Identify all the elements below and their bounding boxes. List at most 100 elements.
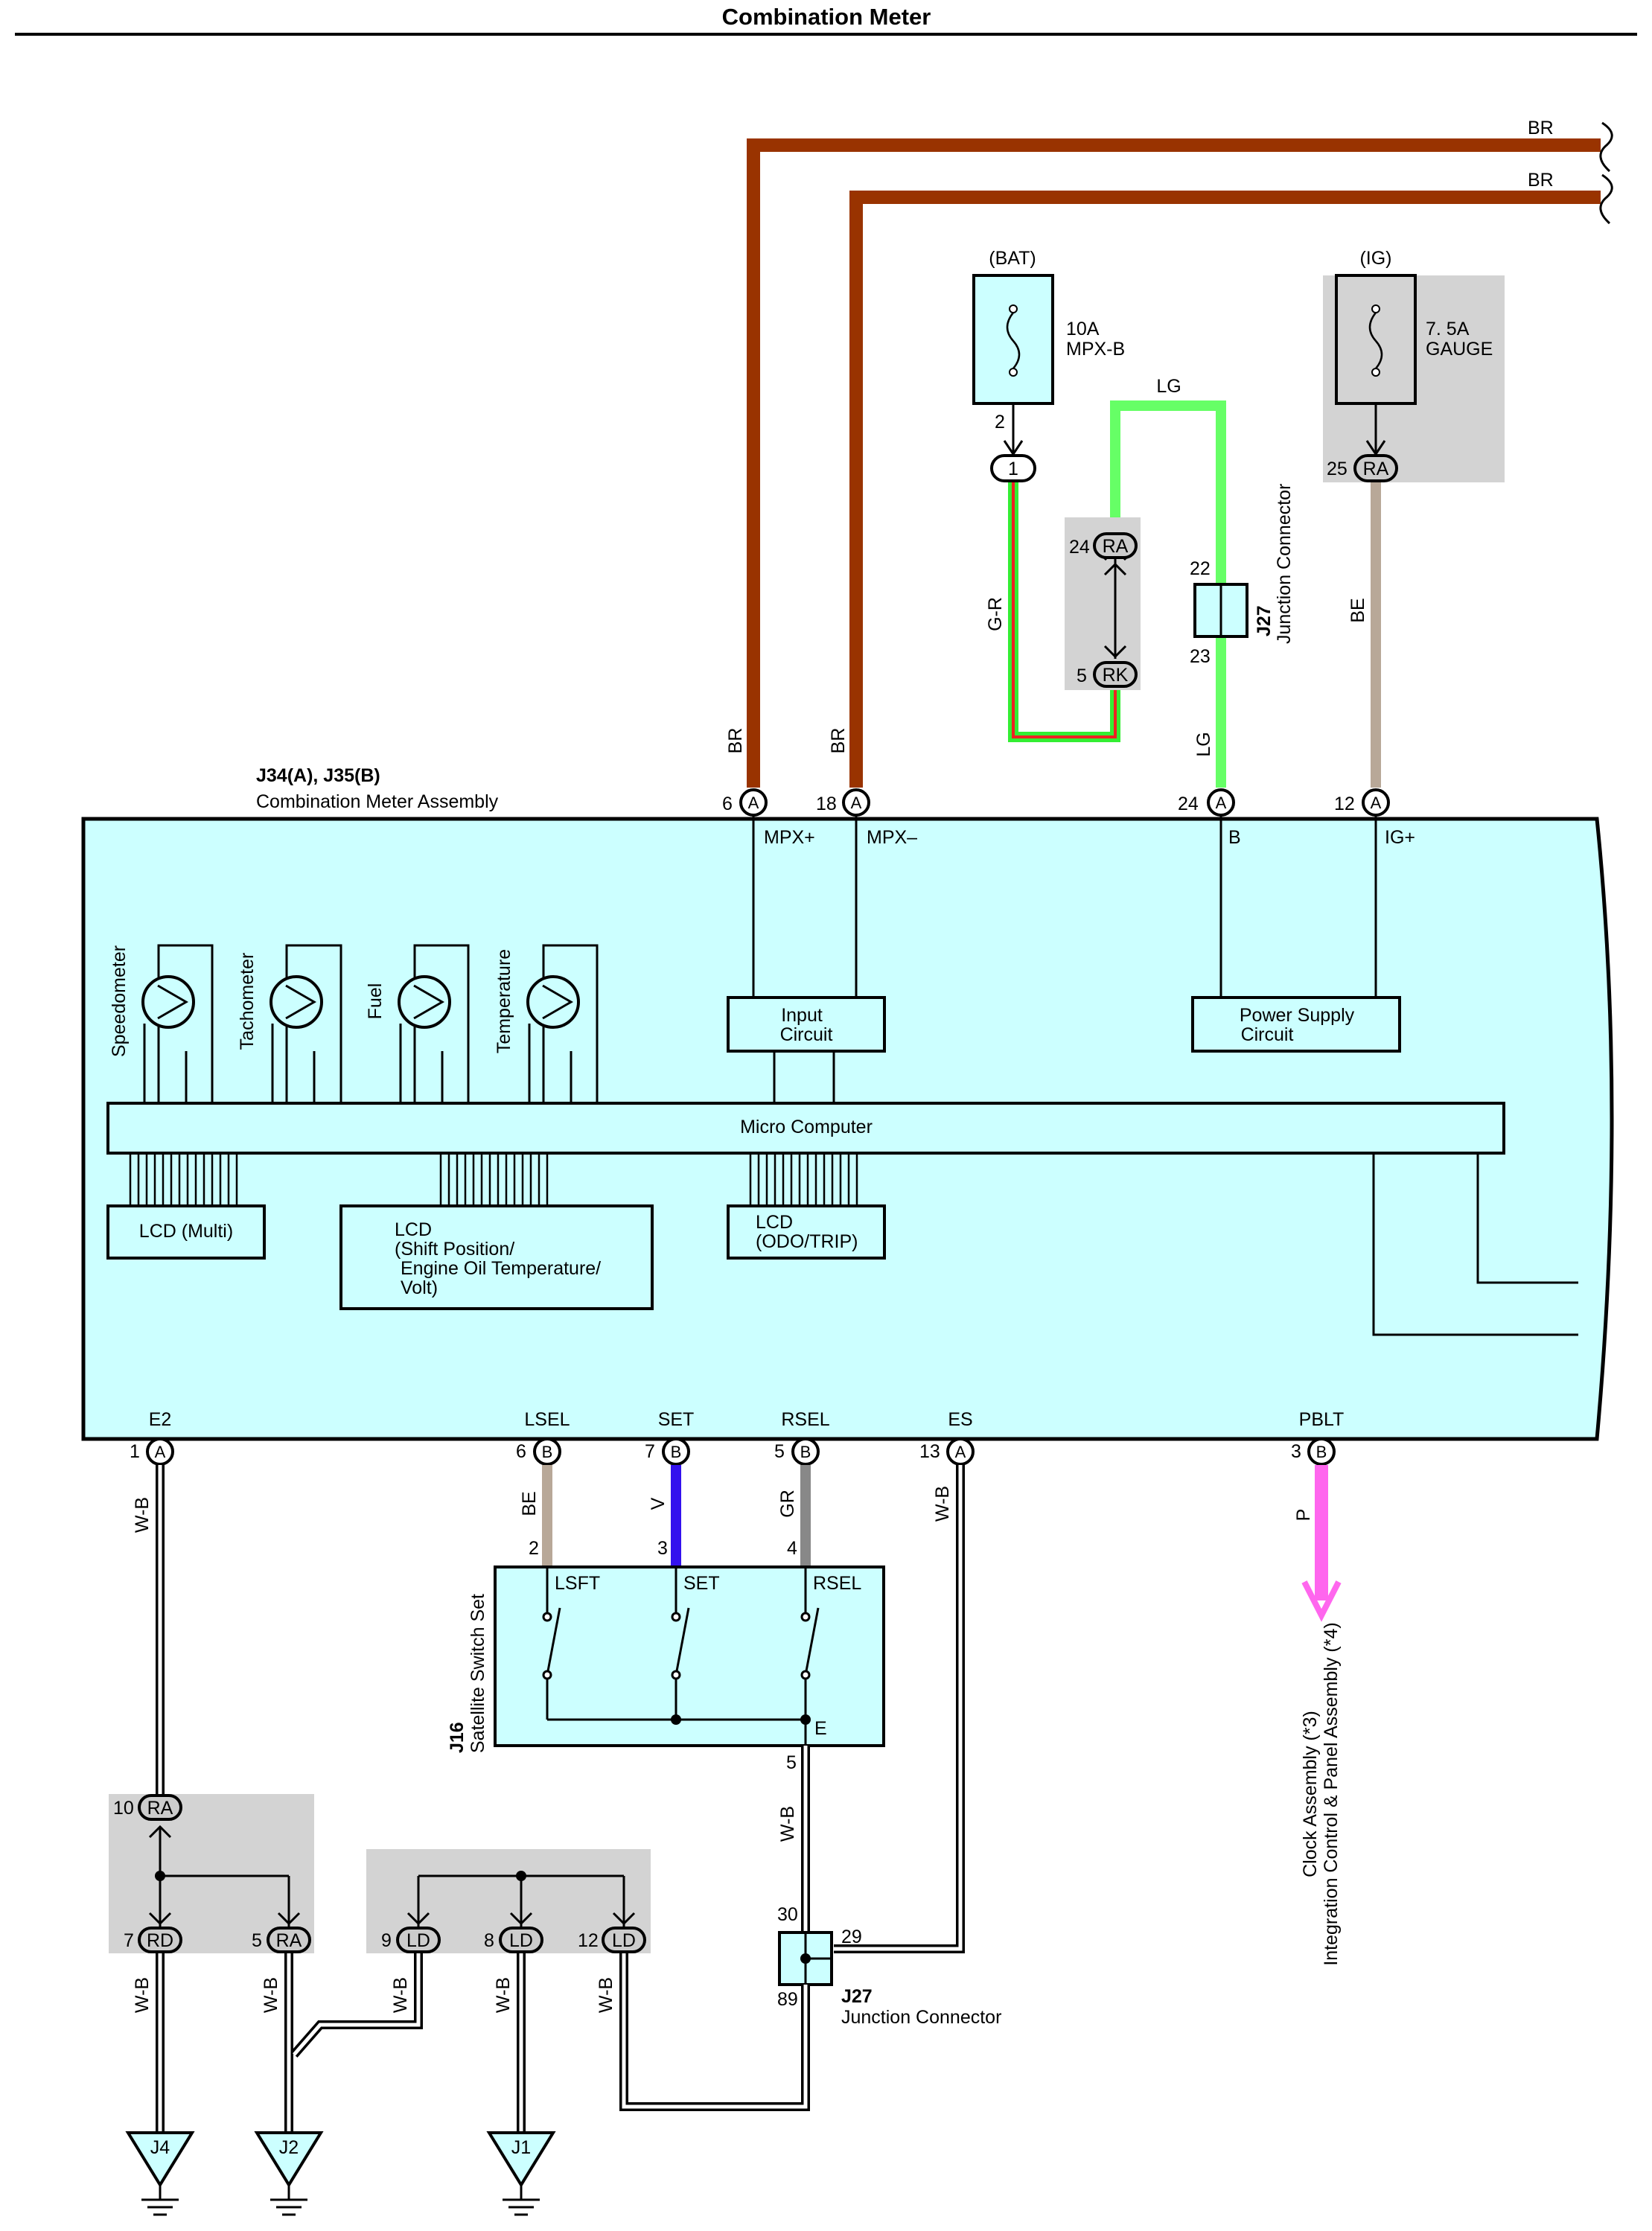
- svg-text:RA: RA: [1103, 536, 1129, 557]
- switch-label-rsel: RSEL: [813, 1573, 861, 1594]
- svg-text:B: B: [1316, 1443, 1327, 1461]
- svg-text:LD: LD: [509, 1930, 533, 1951]
- svg-text:A: A: [155, 1443, 166, 1461]
- svg-text:B: B: [800, 1443, 811, 1461]
- fuse-gauge: (IG) 7. 5A GAUGE RA 25: [1323, 248, 1505, 482]
- svg-text:Power Supply: Power Supply: [1240, 1005, 1355, 1026]
- ground-j2: J2: [254, 2131, 324, 2216]
- wb-lower-wires: [156, 1953, 810, 2133]
- integration-panel-label: Integration Control & Panel Assembly (*4…: [1321, 1622, 1342, 1965]
- j27-top-name: Junction Connector: [1274, 484, 1295, 644]
- svg-text:5: 5: [252, 1930, 262, 1951]
- meter-id: J34(A), J35(B): [256, 765, 380, 786]
- wire-label-g-r: G-R: [985, 597, 1006, 631]
- svg-text:A: A: [1371, 794, 1382, 812]
- gauge-fuel: Fuel: [365, 944, 470, 1102]
- input-circuit: [727, 996, 886, 1053]
- svg-text:24: 24: [1069, 537, 1090, 558]
- svg-text:Input: Input: [781, 1005, 823, 1026]
- wb-wire-es: [834, 1465, 965, 1953]
- terminal-set: SET: [658, 1409, 695, 1430]
- svg-text:5: 5: [1077, 666, 1087, 686]
- svg-text:B: B: [671, 1443, 682, 1461]
- lcd-bus-odo: [749, 1153, 858, 1206]
- svg-text:RA: RA: [147, 1798, 173, 1819]
- switch-label-set: SET: [683, 1573, 720, 1594]
- wire-label-wb-ra5: W-B: [261, 1977, 281, 2013]
- terminal-pblt: PBLT: [1299, 1409, 1345, 1430]
- temperature-gauge-icon: [526, 975, 580, 1029]
- svg-text:6: 6: [722, 794, 733, 814]
- svg-text:LCD: LCD: [756, 1212, 793, 1233]
- junction-ra-rk: RA 24 RK 5: [1065, 517, 1141, 690]
- svg-text:25: 25: [1327, 459, 1348, 479]
- svg-text:Tachometer: Tachometer: [237, 953, 258, 1050]
- svg-text:12: 12: [578, 1930, 599, 1951]
- svg-text:1: 1: [1008, 459, 1018, 479]
- junction-ld: LD 9 LD 8 LD 12: [366, 1849, 651, 1953]
- terminal-e2: E2: [149, 1409, 172, 1430]
- connector-ld9: [396, 1927, 441, 1953]
- svg-text:A: A: [955, 1443, 966, 1461]
- svg-text:1: 1: [130, 1441, 140, 1462]
- fuse-source-bat: (BAT): [989, 248, 1036, 269]
- meter-name: Combination Meter Assembly: [256, 791, 499, 812]
- wire-label-wb-e2: W-B: [132, 1497, 153, 1533]
- svg-text:9: 9: [381, 1930, 392, 1951]
- wire-break-2: [1599, 173, 1613, 225]
- fuse-bat-name: MPX-B: [1066, 339, 1125, 360]
- gauge-tachometer: Tachometer: [237, 944, 342, 1102]
- svg-text:7: 7: [645, 1441, 655, 1462]
- j27-bottom-id: J27: [841, 1986, 873, 2007]
- wire-label-lg-b: LG: [1193, 732, 1214, 756]
- switch-id: J16: [447, 1722, 468, 1753]
- lcd-shift-position: [339, 1204, 654, 1310]
- micro-computer: [106, 1102, 1505, 1155]
- wire-label-lg-top: LG: [1156, 376, 1181, 397]
- svg-text:RD: RD: [147, 1930, 173, 1951]
- j27-junction-connector-top: 22 23 J27 Junction Connector: [1190, 484, 1295, 667]
- switch-label-lsft: LSFT: [555, 1573, 600, 1594]
- svg-text:Micro Computer: Micro Computer: [740, 1117, 873, 1137]
- br-wire-group: BR BR: [747, 118, 1613, 788]
- svg-text:24: 24: [1178, 794, 1199, 814]
- svg-text:RA: RA: [276, 1930, 302, 1951]
- wire-label-br-mpx-minus: BR: [828, 728, 849, 754]
- g-r-wire: G-R: [985, 482, 1120, 742]
- fuse-bat-rating: 10A: [1066, 319, 1100, 339]
- svg-text:(ODO/TRIP): (ODO/TRIP): [756, 1231, 858, 1252]
- wire-label-wb-ld12: W-B: [596, 1977, 616, 2013]
- wire-label-br-second: BR: [1528, 170, 1554, 191]
- br-wire-mpx-minus: [849, 191, 1601, 788]
- fuse-ig-rating: 7. 5A: [1426, 319, 1470, 339]
- power-supply-circuit: [1191, 996, 1401, 1053]
- svg-text:J1: J1: [511, 2137, 531, 2158]
- svg-text:18: 18: [816, 794, 837, 814]
- svg-text:RK: RK: [1103, 665, 1129, 686]
- fuse-ig-name: GAUGE: [1426, 339, 1493, 360]
- wire-label-wb-rd: W-B: [132, 1977, 153, 2013]
- j27-bottom-name: Junction Connector: [841, 2007, 1001, 2028]
- svg-text:Circuit: Circuit: [1241, 1024, 1294, 1045]
- terminal-es: ES: [948, 1409, 972, 1430]
- ground-j1: J1: [486, 2131, 556, 2216]
- svg-text:8: 8: [484, 1930, 494, 1951]
- wire-label-br-mpx-plus: BR: [725, 728, 746, 754]
- connector-rd7: [138, 1927, 182, 1953]
- wire-label-wb-j16: W-B: [777, 1806, 798, 1842]
- connector-ra10: [138, 1794, 182, 1821]
- clock-assembly-label: Clock Assembly (*3): [1300, 1711, 1321, 1877]
- svg-text:LD: LD: [406, 1930, 430, 1951]
- svg-text:5: 5: [786, 1752, 797, 1773]
- svg-text:29: 29: [841, 1927, 862, 1947]
- meter-top-pins: A 6 A 18 A 24 A 12: [722, 788, 1390, 817]
- fuse-bat-pin: 2: [995, 412, 1005, 433]
- terminal-b: B: [1228, 827, 1241, 848]
- wire-label-wb-es: W-B: [932, 1486, 953, 1522]
- svg-text:A: A: [748, 794, 759, 812]
- connector-1: [990, 454, 1036, 482]
- fuse-mpx-b: (BAT) 10A MPX-B 2 1: [972, 248, 1125, 482]
- switch-name: Satellite Switch Set: [468, 1594, 488, 1753]
- svg-text:23: 23: [1190, 646, 1211, 667]
